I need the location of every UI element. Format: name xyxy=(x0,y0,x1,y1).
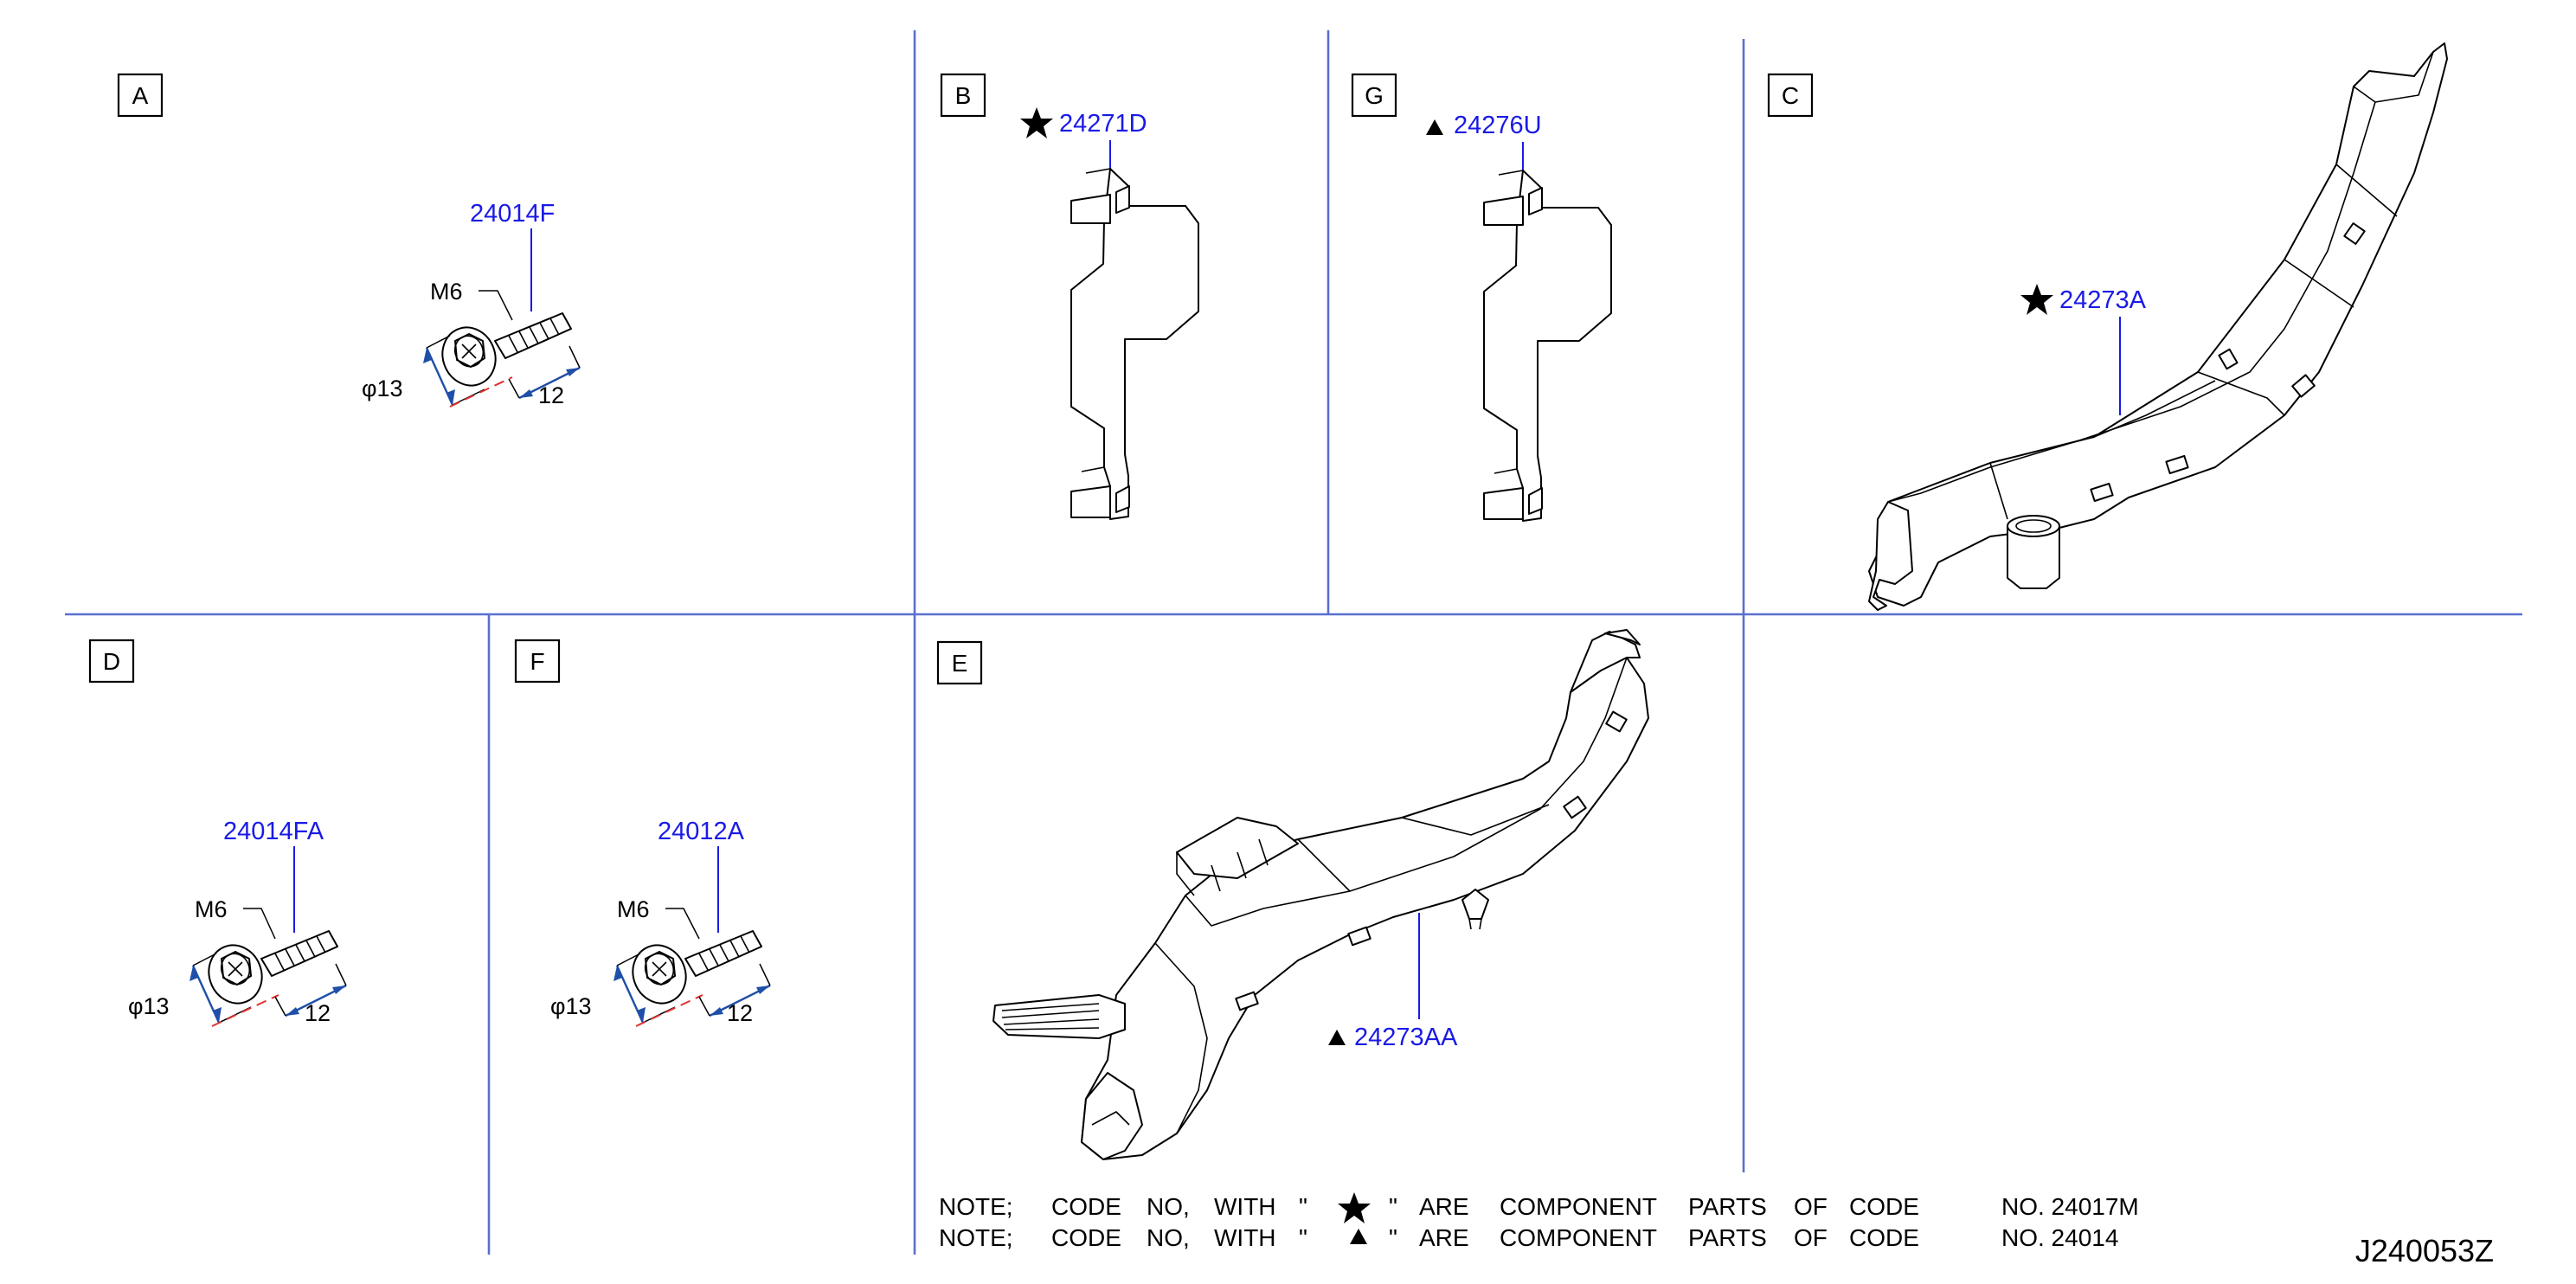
length-label-a: 12 xyxy=(538,382,564,408)
panel-b: B 24271D xyxy=(940,73,1199,520)
panel-a: A 24014F M6 φ13 12 xyxy=(117,73,581,408)
panel-e-letter: E xyxy=(952,650,968,677)
note-1-word-code: CODE xyxy=(1051,1193,1121,1220)
thread-label-f: M6 xyxy=(617,896,650,922)
part-label-24012a[interactable]: 24012A xyxy=(658,818,745,845)
panel-d-label-box xyxy=(88,639,135,684)
note-2-code: NO. 24014 xyxy=(2001,1224,2118,1251)
star-icon xyxy=(1020,107,1053,138)
note-1-word-with: WITH xyxy=(1214,1193,1276,1220)
note-2-word-no: NO, xyxy=(1147,1224,1190,1251)
panel-g: G 24276U xyxy=(1351,73,1612,522)
center-line-a xyxy=(449,376,513,408)
note-1-code: NO. 24017M xyxy=(2001,1193,2139,1220)
note-2-word-are: ARE xyxy=(1419,1224,1469,1251)
note-1-prefix: NOTE; xyxy=(939,1193,1013,1220)
note-2-word-component: COMPONENT xyxy=(1500,1224,1657,1251)
star-icon xyxy=(1338,1192,1371,1223)
note-2-word-parts: PARTS xyxy=(1688,1224,1767,1251)
panel-d-letter: D xyxy=(103,648,120,675)
part-label-24273a[interactable]: 24273A xyxy=(2059,286,2147,314)
length-label-f: 12 xyxy=(727,1000,753,1026)
diameter-label-f: φ13 xyxy=(550,993,592,1019)
triangle-icon xyxy=(1350,1229,1367,1244)
note-2-word-of: OF xyxy=(1794,1224,1828,1251)
panel-a-label-box xyxy=(117,73,164,118)
panel-f-label-box xyxy=(514,639,561,684)
panel-b-label-box xyxy=(940,73,986,118)
note-2-word-code: CODE xyxy=(1051,1224,1121,1251)
thread-label-d: M6 xyxy=(195,896,228,922)
note-1-word-component: COMPONENT xyxy=(1500,1193,1657,1220)
note-1-quote-open: " xyxy=(1299,1193,1307,1220)
thread-leader-a xyxy=(479,290,513,321)
thread-leader-f xyxy=(665,908,700,940)
panel-f: F 24012A M6 φ13 12 xyxy=(514,639,771,1027)
thread-label-a: M6 xyxy=(430,279,463,305)
note-1-word-no: NO, xyxy=(1147,1193,1190,1220)
part-label-24276u[interactable]: 24276U xyxy=(1454,112,1542,139)
note-2-prefix: NOTE; xyxy=(939,1224,1013,1251)
notes: NOTE; CODE NO, WITH " " ARE COMPONENT PA… xyxy=(939,1192,2139,1251)
panel-c-letter: C xyxy=(1782,82,1799,109)
part-label-24271d[interactable]: 24271D xyxy=(1059,110,1147,138)
diagram-code: J240053Z xyxy=(2355,1233,2494,1268)
note-1-word-parts: PARTS xyxy=(1688,1193,1767,1220)
star-icon xyxy=(2020,284,2053,315)
part-label-24014f[interactable]: 24014F xyxy=(470,200,555,228)
panel-dividers xyxy=(65,30,2522,1255)
panel-e: E 24273AA xyxy=(936,629,1649,1160)
part-label-24014fa[interactable]: 24014FA xyxy=(223,818,324,845)
note-1-word-of: OF xyxy=(1794,1193,1828,1220)
duct-24273a xyxy=(1868,42,2448,611)
note-2-quote-close: " xyxy=(1389,1224,1397,1251)
panel-a-letter: A xyxy=(132,82,149,109)
note-2-word-code-2: CODE xyxy=(1849,1224,1919,1251)
thread-leader-d xyxy=(243,908,276,940)
note-star: NOTE; CODE NO, WITH " " ARE COMPONENT PA… xyxy=(939,1192,2139,1223)
part-label-24273aa[interactable]: 24273AA xyxy=(1354,1024,1458,1051)
center-line-d xyxy=(211,994,279,1027)
panel-c-label-box xyxy=(1767,73,1814,118)
note-triangle: NOTE; CODE NO, WITH " " ARE COMPONENT PA… xyxy=(939,1224,2118,1251)
diameter-label-a: φ13 xyxy=(362,376,403,401)
note-1-word-are: ARE xyxy=(1419,1193,1469,1220)
panel-e-label-box xyxy=(936,640,983,685)
bracket-24276u xyxy=(1483,170,1612,522)
panel-f-letter: F xyxy=(530,648,544,675)
note-1-quote-close: " xyxy=(1389,1193,1397,1220)
center-line-f xyxy=(635,994,703,1027)
length-label-d: 12 xyxy=(305,1000,331,1026)
panel-g-label-box xyxy=(1351,73,1397,118)
triangle-icon xyxy=(1328,1030,1346,1045)
note-1-word-code-2: CODE xyxy=(1849,1193,1919,1220)
triangle-icon xyxy=(1426,119,1443,135)
panel-c: C 24273A xyxy=(1767,42,2448,611)
panel-g-letter: G xyxy=(1365,82,1384,109)
note-2-word-with: WITH xyxy=(1214,1224,1276,1251)
panel-b-letter: B xyxy=(955,82,972,109)
note-2-quote-open: " xyxy=(1299,1224,1307,1251)
bracket-24271d xyxy=(1070,168,1199,520)
diameter-label-d: φ13 xyxy=(128,993,170,1019)
panel-d: D 24014FA M6 φ13 12 xyxy=(88,639,347,1027)
duct-24273aa xyxy=(992,629,1649,1160)
